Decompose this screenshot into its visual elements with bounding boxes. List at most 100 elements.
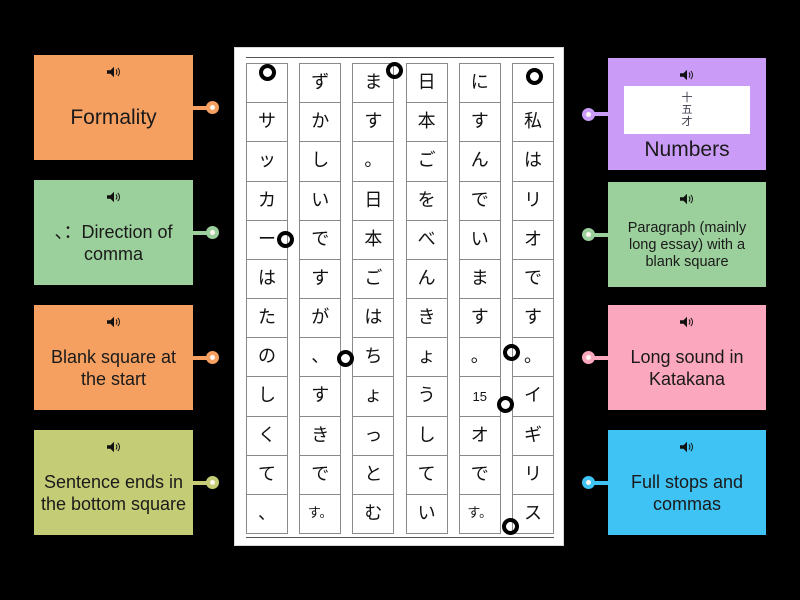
connector-long-sound-katakana[interactable]: [582, 351, 608, 364]
label-card-formality[interactable]: Formality: [34, 55, 219, 160]
manuscript-cell: カ: [246, 180, 288, 220]
connector-blank-square-at-start[interactable]: [193, 351, 219, 364]
speaker-icon: [680, 316, 693, 328]
answer-marker[interactable]: [277, 231, 294, 248]
manuscript-cell: は: [246, 258, 288, 299]
manuscript-cell: た: [246, 298, 288, 338]
manuscript-cell: 。: [352, 141, 395, 181]
manuscript-cell: と: [352, 454, 395, 494]
manuscript-cell: き: [405, 298, 448, 338]
connector-dot[interactable]: [582, 351, 595, 364]
manuscript-cell: で: [458, 454, 501, 494]
manuscript-cell: オ: [511, 219, 554, 259]
numbers-sample-image: 十 五 才: [624, 86, 750, 134]
connector-dot[interactable]: [582, 228, 595, 241]
manuscript-cell: し: [299, 141, 342, 181]
label-card-direction-of-comma[interactable]: 、：Direction of comma: [34, 180, 219, 285]
connector-dot[interactable]: [206, 226, 219, 239]
sample-char-2: 五: [681, 102, 693, 116]
label-text: 、：Direction of comma: [54, 222, 173, 264]
manuscript-cell: っ: [352, 415, 395, 455]
manuscript-cell: リ: [511, 180, 554, 220]
label-card-blank-square-at-start[interactable]: Blank square at the start: [34, 305, 219, 410]
connector-formality[interactable]: [193, 101, 219, 114]
manuscript-column: 私はリオです。イギリス: [511, 63, 554, 535]
connector-direction-of-comma[interactable]: [193, 226, 219, 239]
manuscript-cell: す: [299, 258, 342, 299]
connector-sentence-ends-bottom-square[interactable]: [193, 476, 219, 489]
manuscript-cell: ん: [458, 141, 501, 181]
answer-marker[interactable]: [526, 68, 543, 85]
manuscript-cell: て: [246, 454, 288, 494]
answer-marker[interactable]: [337, 350, 354, 367]
label-text: Sentence ends in the bottom square: [40, 472, 187, 514]
manuscript-cell: く: [246, 415, 288, 455]
manuscript-cell: す: [352, 102, 395, 142]
label-text: Full stops and commas: [630, 472, 744, 514]
manuscript-cell: す: [511, 298, 554, 338]
manuscript-cell: う: [405, 376, 448, 416]
manuscript-cell: が: [299, 298, 342, 338]
label-card-sentence-ends-bottom-square[interactable]: Sentence ends in the bottom square: [34, 430, 219, 535]
manuscript-cell: ま: [352, 63, 395, 103]
label-card-paragraph-blank-square[interactable]: Paragraph (mainly long essay) with a bla…: [582, 182, 766, 287]
speaker-icon: [106, 441, 120, 453]
connector-dot[interactable]: [206, 101, 219, 114]
manuscript-cell: ま: [458, 258, 501, 299]
manuscript-cell: は: [511, 141, 554, 181]
manuscript-cell: か: [299, 102, 342, 142]
manuscript-cell: ス: [511, 493, 554, 535]
label-card-numbers[interactable]: 十 五 才 Numbers: [582, 58, 766, 170]
manuscript-cell: で: [299, 454, 342, 494]
answer-marker[interactable]: [259, 64, 276, 81]
manuscript-column: 日本ごをべんきょうしてい: [405, 63, 448, 535]
connector-full-stops-and-commas[interactable]: [582, 476, 608, 489]
manuscript-cell: い: [405, 493, 448, 535]
speaker-icon: [680, 441, 693, 453]
manuscript-cell: て: [405, 454, 448, 494]
manuscript-cell: べ: [405, 219, 448, 259]
sample-char-3: 才: [681, 115, 693, 129]
answer-marker[interactable]: [497, 396, 514, 413]
connector-paragraph-blank-square[interactable]: [582, 228, 608, 241]
manuscript-cell: 。: [458, 337, 501, 377]
manuscript-cell: に: [458, 63, 501, 103]
answer-marker[interactable]: [386, 62, 403, 79]
label-text: Paragraph (mainly long essay) with a bla…: [627, 219, 747, 271]
manuscript-column: サッカーはたのしくて、: [246, 63, 288, 535]
manuscript-cell: ご: [352, 258, 395, 299]
manuscript-cell: [246, 63, 288, 103]
connector-dot[interactable]: [206, 351, 219, 364]
label-text: Formality: [70, 106, 157, 130]
manuscript-cell: し: [246, 376, 288, 416]
label-text: Long sound in Katakana: [630, 347, 744, 389]
manuscript-cell: は: [352, 298, 395, 338]
connector-dot[interactable]: [582, 476, 595, 489]
manuscript-cell: す。: [299, 493, 342, 535]
speaker-icon: [106, 316, 120, 328]
label-card-full-stops-and-commas[interactable]: Full stops and commas: [582, 430, 766, 535]
manuscript-cell: ず: [299, 63, 342, 103]
manuscript-column: ずかしいですが、すきです。: [299, 63, 342, 535]
connector-numbers[interactable]: [582, 107, 608, 121]
manuscript-cell: す: [299, 376, 342, 416]
manuscript-cell: ょ: [352, 376, 395, 416]
manuscript-cell: ギ: [511, 415, 554, 455]
connector-dot[interactable]: [582, 107, 595, 121]
manuscript-column: ます。日本ごはちょっとむ: [352, 63, 395, 535]
label-card-long-sound-katakana[interactable]: Long sound in Katakana: [582, 305, 766, 410]
answer-marker[interactable]: [503, 344, 520, 361]
manuscript-cell: き: [299, 415, 342, 455]
speaker-icon: [680, 193, 693, 205]
manuscript-cell: で: [299, 219, 342, 259]
manuscript-cell: を: [405, 180, 448, 220]
manuscript-cell: イ: [511, 376, 554, 416]
answer-marker[interactable]: [502, 518, 519, 535]
manuscript-cell: 本: [405, 102, 448, 142]
speaker-icon: [680, 69, 693, 81]
manuscript-cell: で: [458, 180, 501, 220]
genkou-youshi-grid: サッカーはたのしくて、ずかしいですが、すきです。ます。日本ごはちょっとむ日本ごを…: [246, 57, 554, 538]
manuscript-cell: の: [246, 337, 288, 377]
connector-dot[interactable]: [206, 476, 219, 489]
